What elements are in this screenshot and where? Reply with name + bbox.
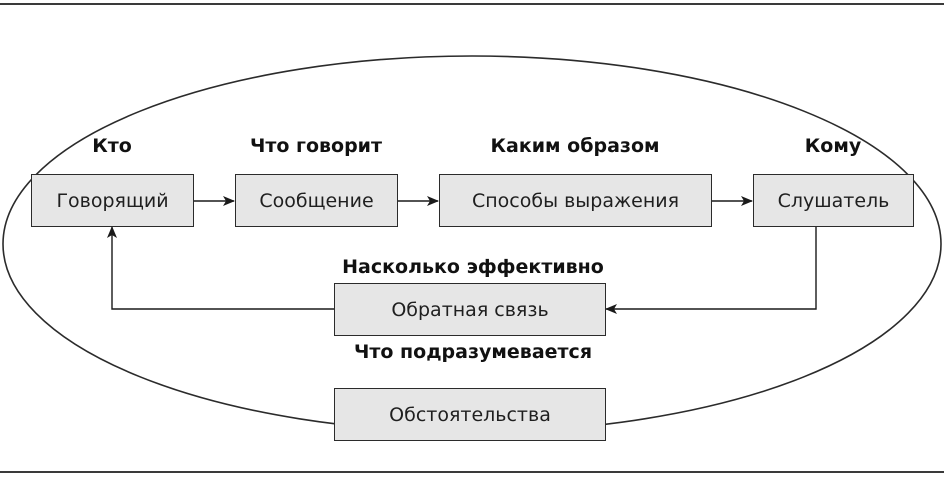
header-who: Кто bbox=[92, 135, 132, 157]
box-feedback: Обратная связь bbox=[334, 283, 606, 336]
label-meaning: Что подразумевается bbox=[353, 341, 593, 363]
header-how: Каким образом bbox=[490, 135, 660, 157]
top-rule bbox=[0, 3, 944, 5]
box-listener: Слушатель bbox=[753, 174, 914, 227]
label-effectiveness: Насколько эффективно bbox=[342, 256, 604, 278]
header-whom: Кому bbox=[804, 135, 862, 157]
context-ellipse bbox=[2, 55, 942, 433]
header-what: Что говорит bbox=[249, 135, 383, 157]
box-speaker: Говорящий bbox=[31, 174, 194, 227]
arrow-feedback-to-speaker bbox=[107, 226, 334, 310]
bottom-rule bbox=[0, 471, 944, 473]
box-circumstances: Обстоятельства bbox=[334, 388, 606, 441]
box-message: Сообщение bbox=[235, 174, 398, 227]
arrow-listener-to-feedback bbox=[605, 226, 817, 314]
box-channel: Способы выражения bbox=[439, 174, 712, 227]
